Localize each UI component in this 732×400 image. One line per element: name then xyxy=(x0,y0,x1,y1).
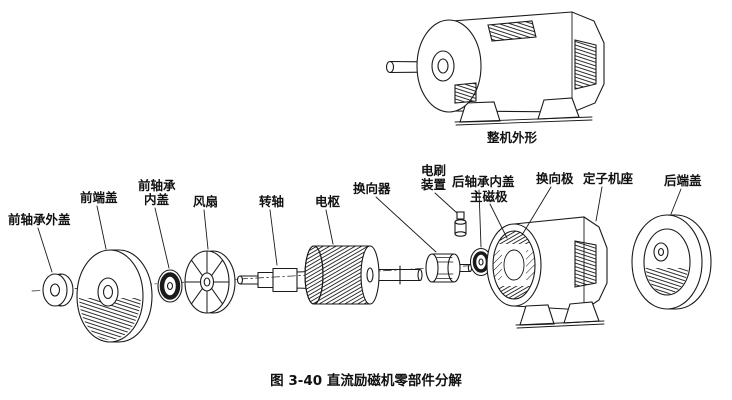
figure-caption: 图 3-40 直流励磁机零部件分解 xyxy=(270,372,462,389)
label-armature: 电枢 xyxy=(315,194,341,209)
leader-front-bearing-outer-cover xyxy=(37,227,53,273)
leader-front-bearing-inner-cover xyxy=(154,207,170,269)
stator-bore xyxy=(503,249,525,281)
label-front-bearing-inner-cover-line2: 内盖 xyxy=(144,192,170,207)
label-brush-device-line2: 装置 xyxy=(420,177,447,192)
rear-cover-hub xyxy=(653,242,669,262)
leader-commutating-pole xyxy=(521,186,552,236)
motor-rear-foot xyxy=(537,97,580,120)
label-brush-device-line1: 电刷 xyxy=(421,163,446,178)
label-rear-end-cover: 后端盖 xyxy=(664,173,702,188)
label-rear-bearing-inner-cover: 后轴承内盖 xyxy=(452,174,515,189)
leader-rear-bearing-inner-cover xyxy=(478,189,482,248)
leader-fan xyxy=(203,209,209,250)
stator-base-plate xyxy=(515,320,605,329)
armature-shaft-stub xyxy=(378,265,421,285)
motor-base-plate xyxy=(454,116,593,126)
leader-rear-end-cover xyxy=(670,188,682,215)
leader-main-pole xyxy=(489,203,508,239)
leader-armature xyxy=(325,209,334,245)
stator-vent xyxy=(574,240,597,288)
leader-shaft xyxy=(269,209,278,266)
motor-front-foot xyxy=(459,101,501,123)
assembled-motor-drawing xyxy=(385,11,605,126)
label-front-end-cover: 前端盖 xyxy=(80,190,118,205)
label-shaft: 转轴 xyxy=(259,194,284,209)
part-armature xyxy=(304,245,423,305)
part-front-bearing-inner-cover xyxy=(157,269,183,303)
part-front-end-cover xyxy=(76,249,153,343)
label-commutator: 换向器 xyxy=(353,181,391,196)
motor-hub-ring xyxy=(431,50,455,82)
label-assembled-motor: 整机外形 xyxy=(487,130,538,145)
leader-commutator xyxy=(375,196,437,253)
part-commutator xyxy=(425,253,473,283)
motor-lower-vent xyxy=(454,82,477,104)
part-rear-end-cover xyxy=(631,214,712,310)
part-shaft xyxy=(236,267,311,293)
label-main-pole: 主磁极 xyxy=(470,189,508,204)
motor-hub-hole xyxy=(437,58,449,74)
part-stator-frame xyxy=(486,216,608,329)
leader-front-end-cover xyxy=(96,205,107,250)
motor-shaft-end xyxy=(385,60,395,74)
motor-end-vent xyxy=(574,39,597,90)
label-front-bearing-outer-cover: 前轴承外盖 xyxy=(8,212,71,227)
stator-rear-foot xyxy=(563,301,600,324)
leader-brush-device xyxy=(434,192,458,214)
part-brush-device xyxy=(454,211,467,237)
part-front-bearing-outer-cover xyxy=(42,273,74,307)
label-front-bearing-inner-cover-line1: 前轴承 xyxy=(138,178,176,193)
label-fan: 风扇 xyxy=(193,194,218,209)
label-commutating-pole: 换向极 xyxy=(536,171,574,186)
axis-centerline xyxy=(31,263,501,292)
stator-front-foot xyxy=(519,304,555,326)
part-fan xyxy=(184,250,236,314)
leader-stator-frame xyxy=(595,186,603,222)
commutator-bars xyxy=(436,257,454,279)
fan-blades xyxy=(184,250,230,314)
motor-top-vent xyxy=(487,20,537,42)
label-stator-frame: 定子机座 xyxy=(582,171,634,186)
leader-lines xyxy=(37,186,682,273)
